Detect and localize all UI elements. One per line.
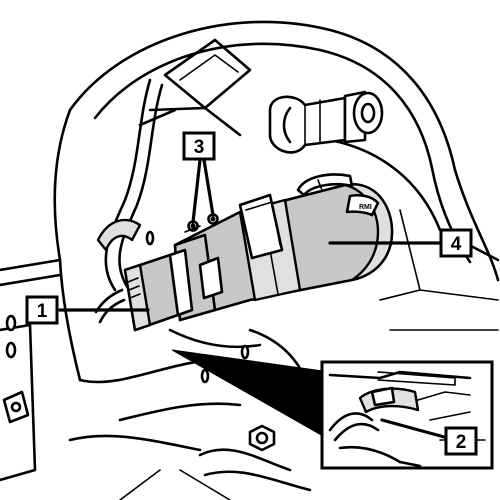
callout-3: 3 [182, 131, 216, 161]
callout-3-label: 3 [194, 137, 205, 158]
callout-4: 4 [439, 228, 473, 258]
leader-3b [202, 158, 215, 217]
callout-2: 2 [444, 426, 478, 456]
steering-shaft [268, 90, 384, 154]
electrical-connector [94, 248, 194, 332]
steering-lock-module: RMI [173, 173, 394, 322]
callout-1: 1 [25, 295, 59, 325]
detail-pointer-wedge [171, 349, 331, 441]
callout-leaders [58, 158, 450, 440]
callout-4-label: 4 [451, 234, 462, 255]
leader-2 [380, 418, 450, 440]
callout-2-label: 2 [456, 432, 467, 453]
leader-3a [191, 158, 202, 224]
callout-1-label: 1 [37, 301, 48, 322]
brand-mark: RMI [359, 204, 372, 211]
